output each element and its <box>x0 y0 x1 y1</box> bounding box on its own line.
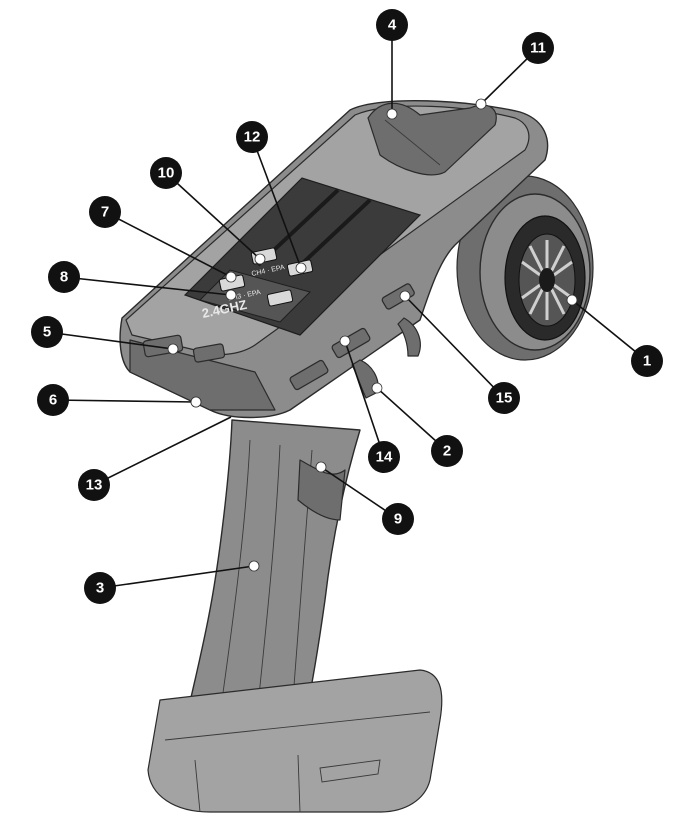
svg-text:13: 13 <box>86 477 103 494</box>
trim-lever-c[interactable] <box>381 283 415 310</box>
svg-text:9: 9 <box>394 511 402 528</box>
svg-text:11: 11 <box>530 40 546 57</box>
side-slide[interactable] <box>192 343 226 363</box>
grip-base <box>147 669 443 813</box>
anchor-dots <box>167 98 578 572</box>
svg-text:14: 14 <box>376 449 393 466</box>
callout-7: 7 <box>89 196 121 228</box>
svg-text:7: 7 <box>101 204 109 221</box>
svg-text:10: 10 <box>158 165 175 182</box>
callout-4: 4 <box>376 9 408 41</box>
side-controls <box>142 283 415 391</box>
trim-lever-a[interactable] <box>289 359 329 391</box>
callout-11: 11 <box>522 32 554 64</box>
callout-15: 15 <box>488 382 520 414</box>
callout-12: 12 <box>236 121 268 153</box>
svg-text:4: 4 <box>388 17 397 34</box>
svg-text:15: 15 <box>496 390 513 407</box>
svg-text:1: 1 <box>643 353 651 370</box>
callout-6: 6 <box>37 384 69 416</box>
callout-3: 3 <box>84 572 116 604</box>
svg-text:2: 2 <box>443 443 451 460</box>
callout-8: 8 <box>48 261 80 293</box>
channel-button-8[interactable] <box>266 289 294 307</box>
callout-9: 9 <box>382 503 414 535</box>
callout-13: 13 <box>78 469 110 501</box>
callout-1: 1 <box>631 345 663 377</box>
svg-text:12: 12 <box>244 129 261 146</box>
svg-text:6: 6 <box>49 392 57 409</box>
callout-14: 14 <box>368 441 400 473</box>
svg-text:5: 5 <box>43 324 51 341</box>
steering-wheel <box>456 175 594 361</box>
svg-text:3: 3 <box>96 580 104 597</box>
callout-2: 2 <box>431 435 463 467</box>
svg-text:8: 8 <box>60 269 68 286</box>
callout-10: 10 <box>150 157 182 189</box>
callout-5: 5 <box>31 316 63 348</box>
